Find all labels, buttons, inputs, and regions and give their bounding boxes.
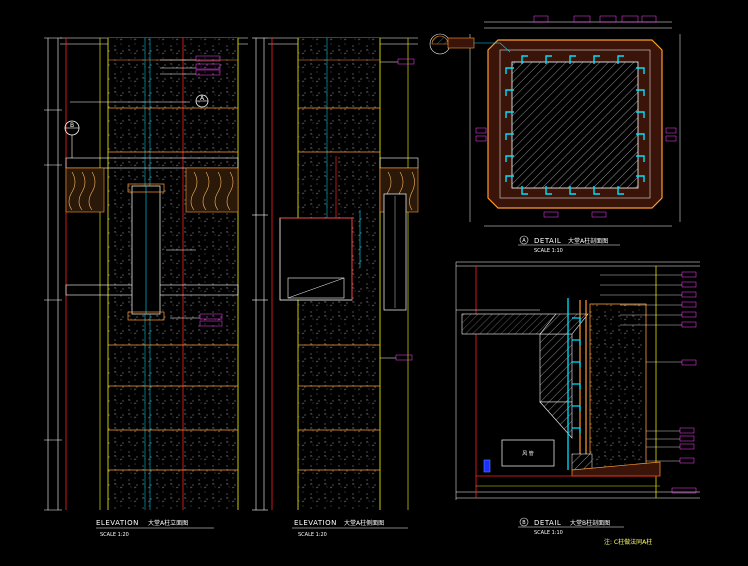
detail-a-section: A DETAIL 大堂A柱剖面图 SCALE 1:10 [429,15,681,254]
elevation-right-scale: SCALE 1:20 [298,532,327,538]
elevation-left: B A ELEVATION 大堂A柱立面图 SCALE 1:20 [44,37,248,538]
detail-a-title-cn: 大堂A柱剖面图 [568,237,608,245]
detail-b-slab [461,313,589,439]
elevation-right-title: ELEVATION [294,519,337,527]
detail-b-leaders [600,274,682,462]
leader-tags-right [380,58,415,361]
detail-b-tags [671,271,697,494]
drawing-note: 注: C柱做法同A柱 [604,538,652,546]
detail-a-side-tags [475,127,677,218]
detail-a-title-block [518,235,620,246]
detail-a-inner-border [499,49,651,199]
elevation-left-title-cn: 大堂A柱立面图 [148,519,188,527]
detail-b-dimensions [455,261,700,500]
detail-b-anchors [567,298,581,470]
section-bubbles-left [64,94,209,158]
section-bubble-a-label: A [200,95,205,102]
detail-b-marker: B [522,520,526,526]
detail-a-anchors [505,55,645,195]
elevation-right: ELEVATION 大堂A柱侧面图 SCALE 1:20 [252,37,419,538]
column-frame-left [65,38,239,510]
detail-a-scale: SCALE 1:10 [534,248,563,254]
detail-b-section: 风 管 [455,261,700,536]
detail-a-top-tags [533,15,657,23]
duct-label: 风 管 [522,450,534,457]
column-post-left [127,183,165,321]
decor-band-right [379,157,419,311]
elevation-left-scale: SCALE 1:20 [100,532,129,538]
elevation-right-title-cn: 大堂A柱侧面图 [344,519,384,527]
decor-band-left [65,157,239,296]
detail-b-frame [456,266,657,498]
detail-b-title-cn: 大堂B柱剖面图 [570,519,610,527]
section-bubble-b-label: B [70,122,74,129]
detail-a-marker: A [522,238,526,244]
duct-box-right [279,156,361,301]
leader-tags-left [70,55,223,327]
detail-a-concrete-core [511,61,639,189]
detail-b-base [476,453,661,487]
elevation-left-title: ELEVATION [96,519,139,527]
detail-b-stone-wall [579,300,647,471]
detail-a-callout [429,33,511,55]
detail-b-title-block [518,517,624,528]
detail-b-title: DETAIL [534,519,561,527]
duct-label-box [501,439,555,467]
detail-b-scale: SCALE 1:10 [534,530,563,536]
detail-a-title: DETAIL [534,237,561,245]
